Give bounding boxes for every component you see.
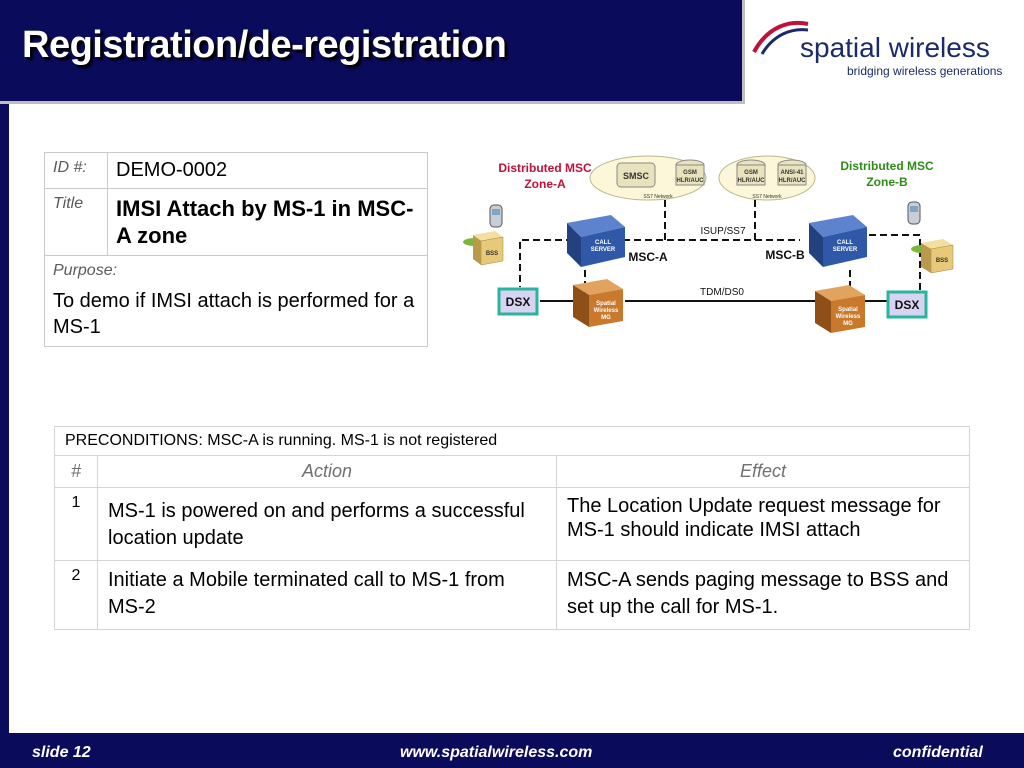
footer-url: www.spatialwireless.com (400, 744, 593, 761)
bss-a-label: BSS (486, 251, 498, 257)
header-row: # Action Effect (54, 455, 970, 488)
zone-b-label-line1: Distributed MSC (840, 159, 934, 173)
network-diagram: Distributed MSC Zone-A Distributed MSC Z… (463, 155, 954, 333)
msc-a-label: MSC-A (628, 250, 668, 264)
title-label: Title (44, 188, 108, 256)
zone-b-label-line2: Zone-B (866, 175, 908, 189)
step-effect: The Location Update request message for … (556, 487, 970, 561)
bss-b-icon: BSS (911, 239, 954, 274)
ansi-db-label-line2: HLR/AUC (779, 178, 807, 184)
logo-tagline: bridging wireless generations (847, 64, 1003, 78)
table-row: 1 MS-1 is powered on and performs a succ… (54, 487, 970, 561)
title-value: IMSI Attach by MS-1 in MSC-A zone (107, 188, 428, 256)
column-header-action: Action (97, 455, 557, 488)
dsx-b: DSX (886, 290, 928, 319)
slide-number: slide 12 (32, 744, 91, 761)
gsm-db2-label-line2: HLR/AUC (738, 178, 766, 184)
title-row: Title IMSI Attach by MS-1 in MSC-A zone (44, 188, 428, 256)
dsx-a-label: DSX (506, 295, 531, 309)
step-action: MS-1 is powered on and performs a succes… (97, 487, 557, 561)
media-gateway-a-icon: Spatial Wireless MG (573, 279, 623, 327)
company-logo: spatial wireless bridging wireless gener… (750, 14, 1010, 84)
confidential-label: confidential (893, 744, 983, 761)
preconditions-text: PRECONDITIONS: MSC-A is running. MS-1 is… (54, 426, 970, 456)
call-server-b-label-line1: CALL (837, 240, 853, 246)
logo-swoosh-icon (752, 20, 809, 55)
zone-a-label-line2: Zone-A (524, 177, 566, 191)
mobile-phone-b-icon (907, 201, 921, 225)
ss7-network-label-right: SS7 Network (752, 194, 782, 200)
purpose-cell: Purpose: To demo if IMSI attach is perfo… (44, 255, 428, 347)
gsm-db-label-line2: HLR/AUC (677, 178, 705, 184)
column-header-number: # (54, 455, 98, 488)
purpose-row: Purpose: To demo if IMSI attach is perfo… (44, 255, 428, 347)
mobile-phone-a-icon (489, 204, 503, 228)
media-gateway-b-icon: Spatial Wireless MG (815, 285, 865, 333)
purpose-label: Purpose: (53, 262, 118, 279)
logo-name: spatial wireless (800, 32, 990, 63)
test-steps-table: PRECONDITIONS: MSC-A is running. MS-1 is… (54, 426, 970, 630)
call-server-a-icon: CALL SERVER (567, 215, 625, 267)
msc-b-label: MSC-B (765, 248, 805, 262)
id-label: ID #: (44, 152, 108, 189)
title-band: Registration/de-registration (0, 0, 745, 104)
gsm-db2-label-line1: GSM (744, 170, 758, 176)
slide-title: Registration/de-registration (22, 24, 507, 66)
ansi-db-label-line1: ANSI-41 (780, 170, 804, 176)
zone-a-label-line1: Distributed MSC (498, 161, 592, 175)
call-server-b-label-line2: SERVER (833, 247, 858, 253)
mg-a-label-line3: MG (601, 315, 611, 321)
bss-a-icon: BSS (463, 231, 504, 266)
call-server-a-label-line2: SERVER (591, 247, 616, 253)
ss7-network-label-left: SS7 Network (643, 194, 673, 200)
column-header-effect: Effect (556, 455, 970, 488)
call-server-b-icon: CALL SERVER (809, 215, 867, 267)
mg-b-label-line1: Spatial (838, 307, 858, 313)
footer-bar: slide 12 www.spatialwireless.com confide… (0, 733, 1024, 768)
step-number: 2 (54, 560, 98, 630)
call-server-a-label-line1: CALL (595, 240, 611, 246)
id-row: ID #: DEMO-0002 (44, 152, 428, 189)
mg-b-label-line2: Wireless (836, 314, 861, 320)
mg-a-label-line2: Wireless (594, 308, 619, 314)
test-case-info-table: ID #: DEMO-0002 Title IMSI Attach by MS-… (44, 152, 428, 347)
left-accent-bar (0, 0, 9, 768)
mg-a-label-line1: Spatial (596, 301, 616, 307)
mg-b-label-line3: MG (843, 321, 853, 327)
smsc-label: SMSC (623, 171, 650, 181)
tdm-ds0-label: TDM/DS0 (700, 287, 744, 298)
dsx-a: DSX (497, 287, 539, 316)
preconditions-row: PRECONDITIONS: MSC-A is running. MS-1 is… (54, 426, 970, 456)
gsm-db-label-line1: GSM (683, 170, 697, 176)
step-action: Initiate a Mobile terminated call to MS-… (97, 560, 557, 630)
table-row: 2 Initiate a Mobile terminated call to M… (54, 560, 970, 630)
dsx-b-label: DSX (895, 298, 920, 312)
ss7-cloud-left: SMSC GSM HLR/AUC SS7 Network (589, 155, 707, 201)
purpose-value: To demo if IMSI attach is performed for … (53, 290, 415, 338)
bss-b-label: BSS (936, 258, 948, 264)
isup-ss7-label: ISUP/SS7 (700, 226, 745, 237)
step-number: 1 (54, 487, 98, 561)
step-effect: MSC-A sends paging message to BSS and se… (556, 560, 970, 630)
ss7-cloud-right: GSM HLR/AUC ANSI-41 HLR/AUC SS7 Network (718, 155, 816, 201)
id-value: DEMO-0002 (107, 152, 428, 189)
